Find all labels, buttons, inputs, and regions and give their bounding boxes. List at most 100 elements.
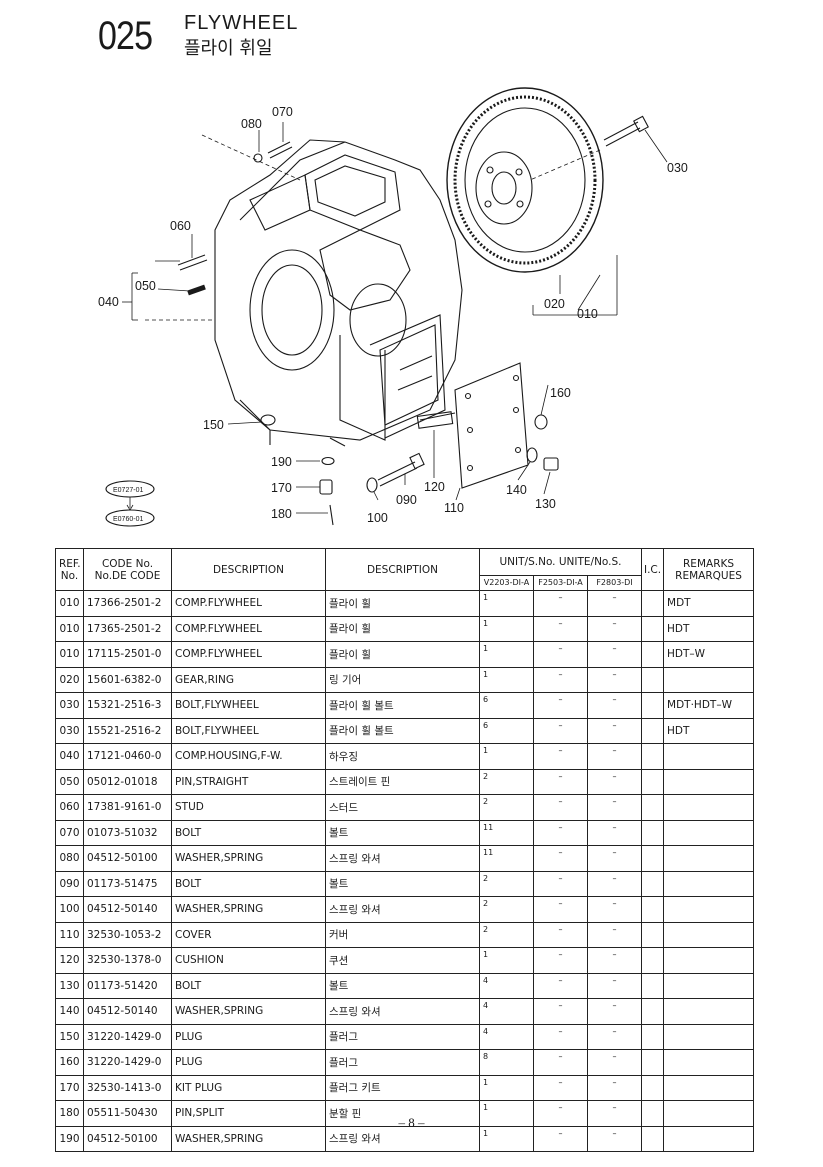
- cell-description-kr: 링 기어: [325, 666, 480, 693]
- plug-160-drawing: [534, 414, 548, 430]
- cell-qty-model-3: –: [586, 1125, 643, 1152]
- cell-qty-model-1: 4: [479, 998, 534, 1025]
- cell-qty-model-2: –: [533, 1100, 588, 1127]
- cell-description-en: COMP.FLYWHEEL: [171, 590, 326, 617]
- cell-qty-model-2: –: [533, 947, 588, 974]
- cell-qty-model-2: –: [533, 666, 588, 693]
- cell-description-en: PIN,STRAIGHT: [171, 768, 326, 795]
- split-pin-180-drawing: [329, 504, 334, 526]
- header-code: CODE No. No.DE CODE: [83, 548, 172, 591]
- cell-remarks: [663, 845, 755, 872]
- callout-150: 150: [203, 418, 224, 432]
- cell-ic: [641, 947, 665, 974]
- cell-description-en: COMP.FLYWHEEL: [171, 615, 326, 642]
- cell-code: 01173-51475: [83, 870, 172, 897]
- cell-qty-model-1: 11: [479, 845, 534, 872]
- cell-qty-model-1: 1: [479, 1100, 534, 1127]
- cell-qty-model-2: –: [533, 1049, 588, 1076]
- cell-remarks: HDT: [663, 717, 755, 744]
- cell-qty-model-3: –: [586, 947, 643, 974]
- cell-remarks: [663, 1100, 755, 1127]
- cell-qty-model-3: –: [586, 819, 643, 846]
- cell-qty-model-3: –: [586, 743, 643, 770]
- cell-remarks: [663, 1049, 755, 1076]
- cell-ref: 110: [55, 921, 84, 948]
- cell-ic: [641, 615, 665, 642]
- cell-ic: [641, 641, 665, 668]
- cell-description-kr: 스프링 와셔: [325, 998, 480, 1025]
- cell-ic: [641, 921, 665, 948]
- cell-qty-model-3: –: [586, 615, 643, 642]
- cell-qty-model-1: 8: [479, 1049, 534, 1076]
- cell-qty-model-2: –: [533, 896, 588, 923]
- cell-description-en: BOLT: [171, 819, 326, 846]
- cell-qty-model-2: –: [533, 615, 588, 642]
- cell-ic: [641, 972, 665, 999]
- cell-description-en: PIN,SPLIT: [171, 1100, 326, 1127]
- cell-qty-model-1: 1: [479, 615, 534, 642]
- cell-qty-model-3: –: [586, 666, 643, 693]
- cell-remarks: [663, 870, 755, 897]
- cell-ic: [641, 794, 665, 821]
- header-description-en: DESCRIPTION: [171, 548, 326, 591]
- cell-qty-model-2: –: [533, 1074, 588, 1101]
- cell-remarks: HDT: [663, 615, 755, 642]
- cell-description-kr: 스프링 와셔: [325, 896, 480, 923]
- cell-description-en: BOLT,FLYWHEEL: [171, 717, 326, 744]
- cell-qty-model-2: –: [533, 921, 588, 948]
- header-model-1: V2203-DI-A: [479, 575, 534, 591]
- cell-description-kr: 볼트: [325, 819, 480, 846]
- cell-description-kr: 분할 핀: [325, 1100, 480, 1127]
- cell-description-kr: 스트레이트 핀: [325, 768, 480, 795]
- callout-110: 110: [444, 501, 464, 515]
- cell-ic: [641, 998, 665, 1025]
- cell-ic: [641, 743, 665, 770]
- cell-qty-model-3: –: [586, 1023, 643, 1050]
- header-unit: UNIT/S.No. UNITE/No.S.: [478, 548, 643, 576]
- cell-ref: 010: [55, 641, 84, 668]
- cell-remarks: [663, 794, 755, 821]
- cell-qty-model-3: –: [586, 870, 643, 897]
- cell-qty-model-2: –: [533, 819, 588, 846]
- cell-remarks: [663, 819, 755, 846]
- callout-050: 050: [135, 279, 156, 293]
- cell-remarks: [663, 896, 755, 923]
- cell-ic: [641, 845, 665, 872]
- callout-180: 180: [271, 507, 292, 521]
- section-title-korean: 플라이 휘일: [184, 38, 273, 59]
- cell-remarks: [663, 998, 755, 1025]
- cell-ic: [641, 1074, 665, 1101]
- cell-remarks: [663, 1074, 755, 1101]
- cell-qty-model-1: 1: [479, 590, 534, 617]
- cell-qty-model-2: –: [533, 717, 588, 744]
- cell-ref: 170: [55, 1074, 84, 1101]
- cell-qty-model-3: –: [586, 845, 643, 872]
- cell-ref: 090: [55, 870, 84, 897]
- cell-qty-model-1: 1: [479, 947, 534, 974]
- parts-table: REF. No. CODE No. No.DE CODE DESCRIPTION…: [55, 548, 755, 1152]
- flywheel-drawing: [446, 87, 604, 273]
- cell-ref: 010: [55, 615, 84, 642]
- cell-code: 17115-2501-0: [83, 641, 172, 668]
- cell-remarks: [663, 768, 755, 795]
- cell-qty-model-1: 1: [479, 743, 534, 770]
- cell-qty-model-3: –: [586, 794, 643, 821]
- cell-ic: [641, 1023, 665, 1050]
- cell-code: 17121-0460-0: [83, 743, 172, 770]
- callout-060: 060: [170, 219, 191, 233]
- cell-qty-model-3: –: [586, 896, 643, 923]
- callout-010: 010: [577, 307, 598, 321]
- cell-ic: [641, 896, 665, 923]
- cell-ic: [641, 692, 665, 719]
- ref-oval-label-2: E0760-01: [113, 516, 143, 523]
- cell-ic: [641, 870, 665, 897]
- cell-description-kr: 플라이 휠: [325, 590, 480, 617]
- cell-ref: 010: [55, 590, 84, 617]
- callout-170: 170: [271, 481, 292, 495]
